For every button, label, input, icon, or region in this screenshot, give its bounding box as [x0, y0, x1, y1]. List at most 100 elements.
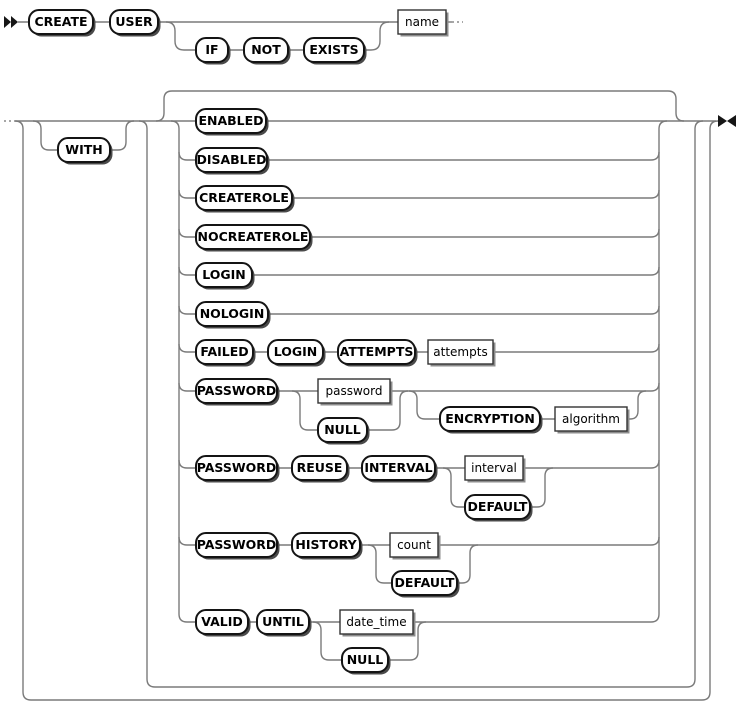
terminal-user-box — [109, 9, 159, 35]
variable-password-box — [317, 378, 391, 404]
terminal-password-3-box — [195, 532, 278, 558]
terminal-until-label: UNTIL — [262, 614, 304, 629]
variable-count-box — [389, 532, 439, 558]
terminal-reuse-box — [291, 455, 348, 481]
terminal-reuse-label: REUSE — [297, 460, 343, 475]
variable-count-label: count — [397, 538, 431, 552]
row-failed-line — [178, 343, 660, 353]
variable-name: name — [397, 9, 449, 37]
variable-interval-box — [464, 455, 524, 481]
start-arrow-icon — [4, 16, 18, 28]
variable-attempts-box — [427, 339, 494, 365]
variable-password: password — [317, 378, 393, 406]
terminal-until-box — [256, 609, 310, 635]
terminal-if-label: IF — [205, 42, 218, 57]
terminal-valid: VALID — [195, 609, 251, 637]
terminal-not-box — [243, 37, 289, 63]
terminal-if-box — [195, 37, 229, 63]
terminal-disabled-label: DISABLED — [196, 152, 266, 167]
terminal-disabled-box — [195, 147, 268, 173]
terminal-attempts-box — [337, 339, 416, 365]
end-arrow-icon — [718, 115, 736, 127]
terminal-not: NOT — [243, 37, 291, 65]
terminal-attempts-label: ATTEMPTS — [340, 344, 414, 359]
terminal-attempts: ATTEMPTS — [337, 339, 418, 367]
choice-right-vertical — [658, 120, 668, 614]
terminal-until: UNTIL — [256, 609, 312, 637]
choice-left-vertical — [170, 120, 180, 614]
terminal-password-1-box — [195, 378, 278, 404]
terminal-enabled: ENABLED — [195, 108, 269, 136]
terminal-default-1-box — [464, 494, 531, 520]
terminal-exists-label: EXISTS — [309, 42, 358, 57]
variable-count: count — [389, 532, 441, 560]
end-arrow-left-triangle — [727, 115, 736, 127]
terminal-createrole-box — [195, 185, 293, 211]
variable-date-time-box — [339, 609, 414, 635]
terminal-nologin: NOLOGIN — [195, 301, 271, 329]
terminal-encryption-label: ENCRYPTION — [445, 411, 535, 426]
variable-interval-label: interval — [471, 461, 517, 475]
start-arrow-left-triangle — [4, 16, 11, 28]
terminal-interval-label: INTERVAL — [364, 460, 432, 475]
terminal-null-1: NULL — [317, 417, 370, 445]
terminal-encryption-box — [439, 406, 541, 432]
terminal-nocreaterole: NOCREATEROLE — [195, 224, 313, 252]
terminal-password-1: PASSWORD — [195, 378, 280, 406]
row-nologin-line — [178, 305, 660, 315]
variable-algorithm-box — [554, 406, 628, 432]
variable-date-time-label: date_time — [346, 615, 406, 629]
terminal-login-box — [195, 262, 253, 288]
terminal-login: LOGIN — [195, 262, 255, 290]
terminal-default-2-label: DEFAULT — [395, 575, 455, 590]
terminal-failed-login-box — [267, 339, 324, 365]
terminal-password-3: PASSWORD — [195, 532, 280, 560]
terminal-null-1-label: NULL — [324, 422, 361, 437]
terminal-null-2-label: NULL — [347, 652, 384, 667]
terminal-nocreaterole-label: NOCREATEROLE — [198, 229, 309, 244]
terminal-password-2: PASSWORD — [195, 455, 280, 483]
end-arrow-right-triangle — [718, 115, 727, 127]
terminal-user-label: USER — [115, 14, 153, 29]
terminal-nocreaterole-box — [195, 224, 311, 250]
variable-algorithm: algorithm — [554, 406, 630, 434]
terminal-enabled-label: ENABLED — [198, 113, 263, 128]
terminal-exists: EXISTS — [303, 37, 367, 65]
terminal-valid-label: VALID — [201, 614, 243, 629]
terminal-failed-login: LOGIN — [267, 339, 326, 367]
terminal-encryption: ENCRYPTION — [439, 406, 543, 434]
terminal-password-2-box — [195, 455, 278, 481]
terminal-exists-box — [303, 37, 365, 63]
variable-attempts: attempts — [427, 339, 496, 367]
terminal-history: HISTORY — [291, 532, 363, 560]
loop-top-line — [155, 90, 685, 122]
terminal-with-box — [57, 137, 111, 163]
row-password-line — [178, 382, 660, 392]
start-arrow-right-triangle — [11, 16, 18, 28]
terminal-user: USER — [109, 9, 161, 37]
terminal-nologin-label: NOLOGIN — [200, 306, 265, 321]
terminal-failed-box — [195, 339, 254, 365]
variable-password-label: password — [326, 384, 383, 398]
terminal-createrole: CREATEROLE — [195, 185, 295, 213]
terminal-failed-login-label: LOGIN — [274, 344, 318, 359]
row-disabled-line — [178, 151, 660, 161]
row-login-line — [178, 266, 660, 276]
variable-attempts-label: attempts — [433, 345, 487, 359]
terminal-create: CREATE — [28, 9, 96, 37]
variable-name-label: name — [405, 15, 439, 29]
terminal-create-label: CREATE — [34, 14, 87, 29]
terminal-failed-label: FAILED — [200, 344, 248, 359]
terminal-default-2: DEFAULT — [391, 570, 460, 598]
terminal-interval: INTERVAL — [361, 455, 438, 483]
terminal-null-2-box — [341, 647, 389, 673]
variable-interval: interval — [464, 455, 526, 483]
outer-bypass-line — [14, 120, 719, 701]
terminal-password-3-label: PASSWORD — [197, 537, 277, 552]
row-createrole-line — [178, 189, 660, 199]
terminal-default-1-label: DEFAULT — [468, 499, 528, 514]
terminal-interval-box — [361, 455, 436, 481]
terminal-default-2-box — [391, 570, 458, 596]
